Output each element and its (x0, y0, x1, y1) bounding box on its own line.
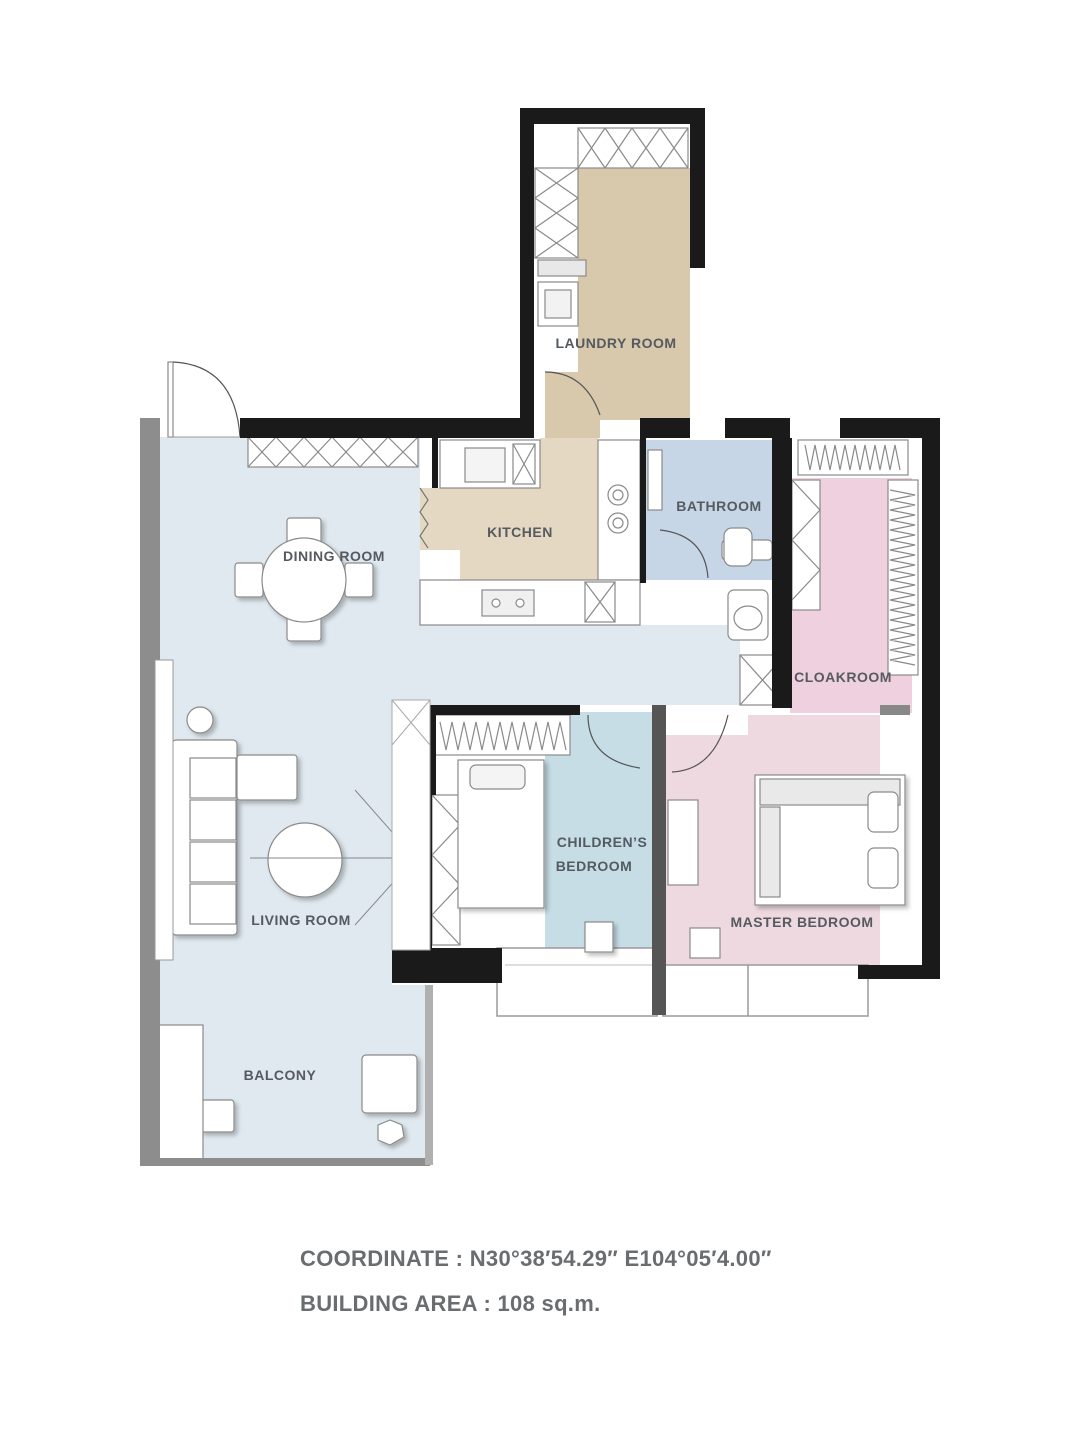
balcony-furniture (199, 1054, 418, 1146)
childrens-bedroom-label-line2: BEDROOM (556, 858, 633, 874)
walls (140, 108, 940, 1166)
floor-plan: LAUNDRY ROOM KITCHEN BATHROOM DINING ROO… (140, 108, 940, 1166)
children-bed (457, 759, 614, 953)
building-area-line: BUILDING AREA : 108 sq.m. (300, 1291, 601, 1317)
laundry-room-label: LAUNDRY ROOM (555, 335, 676, 351)
children-door (587, 714, 641, 769)
kitchen-label: KITCHEN (487, 524, 553, 540)
kitchen-floor (420, 438, 598, 580)
master-bedroom-label: MASTER BEDROOM (730, 914, 873, 930)
master-bed (754, 774, 906, 906)
kitchen-counters (419, 439, 641, 626)
balcony-label: BALCONY (244, 1067, 317, 1083)
room-labels: LAUNDRY ROOM KITCHEN BATHROOM DINING ROO… (244, 335, 892, 1083)
living-sofa (171, 706, 343, 936)
building-area-value: 108 sq.m. (497, 1291, 601, 1316)
cloakroom-wardrobe (791, 439, 919, 676)
master-door (671, 714, 729, 773)
coordinate-value: N30°38′54.29″ E104°05′4.00″ (469, 1246, 772, 1271)
entry-cabinets (247, 436, 419, 468)
bathroom-label: BATHROOM (676, 498, 761, 514)
entry-door (172, 361, 241, 438)
dining-table (234, 517, 374, 642)
furniture (157, 127, 919, 1161)
living-room-label: LIVING ROOM (251, 912, 351, 928)
building-area-label: BUILDING AREA : (300, 1291, 492, 1316)
floors (160, 168, 912, 1160)
childrens-bedroom-label-line1: CHILDREN’S (557, 834, 648, 850)
cloakroom-label: CLOAKROOM (794, 669, 892, 685)
children-wardrobe (431, 714, 571, 946)
laundry-cabinets (534, 127, 689, 327)
coordinate-line: COORDINATE : N30°38′54.29″ E104°05′4.00″ (300, 1246, 772, 1272)
kitchen-folding-door (419, 487, 429, 549)
children-bay-window (496, 947, 658, 1017)
laundry-floor (545, 168, 690, 438)
master-bay-window (662, 964, 869, 1017)
coordinate-label: COORDINATE : (300, 1246, 464, 1271)
laundry-door (544, 371, 601, 416)
bathroom-door (659, 529, 709, 579)
dining-room-label: DINING ROOM (283, 548, 385, 564)
